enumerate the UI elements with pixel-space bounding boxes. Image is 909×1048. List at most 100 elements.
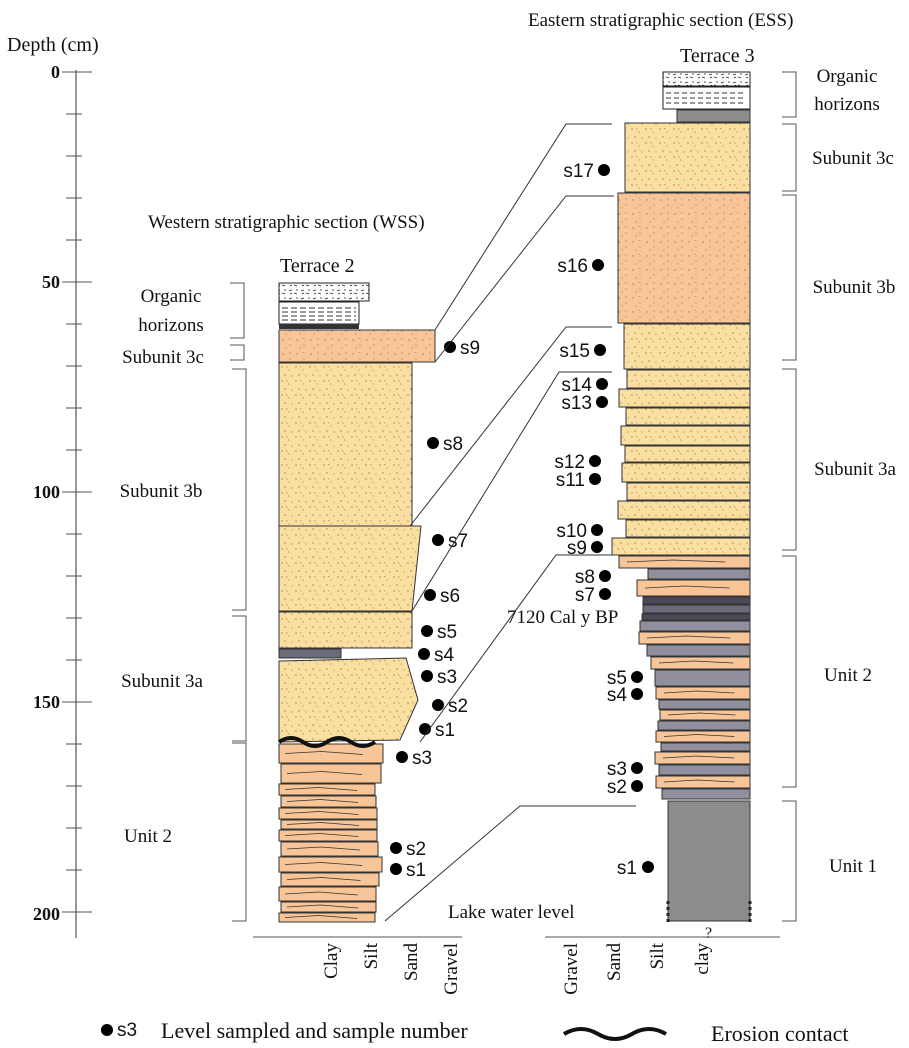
- east-unit-2-bed: [658, 764, 751, 776]
- west-samples: s9 s8 s7 s6 s5 s4 s3 s2 s1 s3 s2 s1: [390, 338, 480, 881]
- west-unit-2-beds: [278, 743, 384, 923]
- east-unit-2-bed: [646, 644, 751, 657]
- terrace-2-label: Terrace 2: [280, 255, 355, 277]
- east-unit-2-lamina: [658, 660, 734, 664]
- east-unit-2-bed: [647, 568, 751, 580]
- svg-text:s9: s9: [567, 538, 587, 559]
- svg-text:s1: s1: [617, 858, 637, 879]
- east-sample-s15: s15: [559, 341, 606, 362]
- west-unit-2-bed: [280, 872, 380, 887]
- svg-text:s5: s5: [607, 668, 627, 689]
- svg-text:s17: s17: [563, 161, 594, 182]
- east-subunit-3a-bed: [621, 462, 751, 483]
- svg-text:s10: s10: [556, 521, 587, 542]
- west-sample-s8: s8: [427, 434, 463, 455]
- west-unit-labels: Organic horizons Subunit 3c Subunit 3b S…: [120, 286, 204, 847]
- east-unit-2-bed: [654, 751, 751, 765]
- svg-text:s1: s1: [435, 720, 455, 741]
- west-unit-2-lamina: [286, 822, 360, 826]
- svg-text:s2: s2: [448, 696, 468, 717]
- west-subunit-3a-layer-a: [278, 611, 413, 649]
- legend-sample-item: s3 Level sampled and sample number: [101, 1018, 468, 1043]
- svg-text:s3: s3: [437, 667, 457, 688]
- east-grain-axis: Gravel Sand Silt clay: [545, 936, 780, 995]
- west-unit-2-lamina: [286, 877, 361, 881]
- west-grain-label-clay: Clay: [321, 943, 342, 979]
- west-unit-2-bed: [280, 901, 377, 913]
- west-unit-2-bed: [278, 829, 378, 842]
- east-unit-1-label: Unit 1: [829, 856, 877, 877]
- svg-text:s3: s3: [607, 759, 627, 780]
- east-subunit-3b-layer-b: [623, 323, 751, 370]
- east-organic-label-1: Organic: [817, 66, 878, 87]
- west-organic-top: [278, 282, 370, 302]
- legend: s3 Level sampled and sample number Erosi…: [101, 1018, 848, 1046]
- west-unit-2-bed: [280, 819, 378, 830]
- east-unit-2-bed: [641, 613, 751, 621]
- east-unit-2-lamina: [663, 734, 735, 737]
- depth-tick-labels: 0 50 100 150 200: [33, 62, 60, 924]
- svg-text:s3: s3: [412, 748, 432, 769]
- east-unit-2-bed: [655, 775, 751, 789]
- depth-axis-label: Depth (cm): [7, 34, 99, 56]
- svg-text:s4: s4: [434, 645, 455, 666]
- west-unit-brackets: [230, 282, 247, 922]
- depth-tick-label-50: 50: [42, 272, 60, 292]
- legend-sample-text: Level sampled and sample number: [161, 1018, 468, 1043]
- east-unit-2-bed: [660, 742, 751, 752]
- west-grain-label-gravel: Gravel: [441, 943, 462, 995]
- east-subunit-3c-layer: [624, 122, 751, 193]
- svg-text:s15: s15: [559, 341, 590, 362]
- west-unit-2-lamina: [284, 891, 358, 896]
- east-unit-1-layer: [667, 800, 751, 922]
- east-subunit-3a-bed: [611, 537, 751, 556]
- svg-text:s8: s8: [575, 567, 595, 588]
- svg-text:s7: s7: [448, 531, 468, 552]
- west-sample-s4: s4: [418, 645, 455, 666]
- west-unit2-sample-s3: s3: [396, 748, 432, 769]
- west-unit-2-bed: [280, 841, 379, 857]
- east-unit2-sample-s8: s8: [575, 567, 611, 588]
- west-unit-2-bed: [280, 763, 382, 784]
- lake-water-level-label: Lake water level: [448, 902, 575, 923]
- date-label: 7120 Cal y BP: [507, 607, 618, 628]
- west-sample-s1: s1: [419, 720, 455, 741]
- west-erosion-contact: [277, 736, 377, 748]
- west-sample-s9: s9: [444, 338, 480, 359]
- east-grain-label-gravel: Gravel: [561, 943, 582, 995]
- west-unit2-sample-s1: s1: [390, 860, 426, 881]
- depth-axis: Depth (cm) 0 50 100 150 200: [7, 34, 99, 938]
- west-sample-s3: s3: [421, 667, 457, 688]
- west-subunit-3b-layer-a: [278, 362, 413, 527]
- svg-text:s1: s1: [406, 860, 426, 881]
- east-unit-2-beds: [618, 555, 751, 800]
- east-unit-labels: Organic horizons Subunit 3c Subunit 3b S…: [812, 66, 896, 877]
- east-grain-label-clay: clay: [692, 943, 713, 975]
- west-sample-s5: s5: [421, 622, 457, 643]
- east-unit-2-lamina: [644, 585, 730, 589]
- east-sample-s14: s14: [561, 375, 608, 396]
- east-section-title: Eastern stratigraphic section (ESS): [528, 10, 793, 31]
- east-sample-s11: s11: [556, 470, 601, 491]
- east-unit-2-bed: [657, 720, 751, 731]
- west-column: [277, 282, 436, 923]
- west-organic-label-1: Organic: [141, 286, 202, 307]
- east-unit2-sample-s4: s4: [607, 685, 643, 706]
- east-unit-2-bed: [654, 669, 751, 687]
- svg-text:s13: s13: [561, 393, 592, 414]
- east-column: ?: [611, 71, 752, 942]
- east-unit-2-bed: [638, 631, 751, 645]
- east-subunit-3a-bed: [617, 500, 751, 520]
- svg-text:s14: s14: [561, 375, 592, 396]
- svg-text:s2: s2: [607, 777, 627, 798]
- east-subunit-3a-bed: [625, 519, 751, 538]
- legend-erosion-wave-icon: [562, 1027, 668, 1041]
- east-unit-brackets: [782, 71, 797, 922]
- depth-tick-label-200: 200: [33, 904, 60, 924]
- depth-tick-label-100: 100: [33, 482, 60, 502]
- west-unit-2-label: Unit 2: [124, 826, 172, 847]
- legend-sample-symbol: s3: [117, 1020, 137, 1041]
- east-subunit-3a-bed: [618, 388, 751, 408]
- east-unit-2-bed: [639, 620, 751, 632]
- east-unit-2-lamina: [626, 559, 726, 563]
